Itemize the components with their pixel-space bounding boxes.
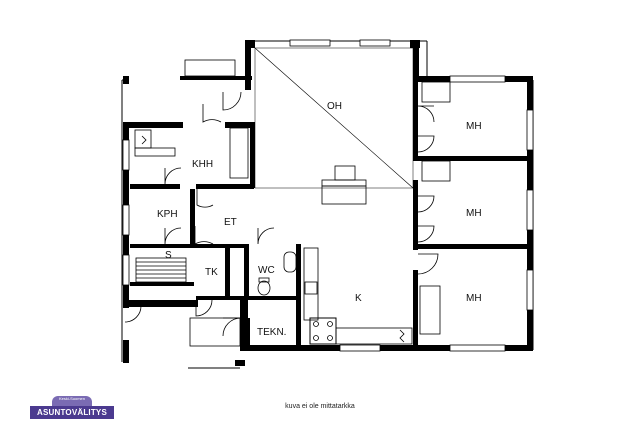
doors <box>124 91 439 337</box>
exterior-walls <box>123 40 533 366</box>
room-label-khh: KHH <box>192 159 213 170</box>
room-label-wc: WC <box>258 265 275 276</box>
fixtures <box>134 47 451 347</box>
room-label-kph: KPH <box>157 209 178 220</box>
room-label-s: S <box>165 250 172 261</box>
agency-logo: Keski-Suomen ASUNTOVÄLITYS <box>30 396 114 420</box>
oh-diagonal-area <box>254 47 414 189</box>
logo-subtitle: Keski-Suomen <box>58 396 85 401</box>
room-label-mh-1: MH <box>466 121 482 132</box>
logo-bar <box>30 406 114 419</box>
windows <box>122 39 534 352</box>
stove <box>309 317 337 345</box>
room-label-oh: OH <box>327 101 342 112</box>
room-labels: OH KHH KPH S ET TK WC K TEKN. MH MH MH <box>157 101 482 338</box>
room-label-mh-2: MH <box>466 208 482 219</box>
logo-roof <box>52 396 92 406</box>
room-label-k: K <box>355 293 362 304</box>
room-label-mh-3: MH <box>466 293 482 304</box>
room-label-et: ET <box>224 217 237 228</box>
frame-lines <box>121 40 534 369</box>
room-label-tk: TK <box>205 267 218 278</box>
interior-walls <box>130 82 530 350</box>
fireplace <box>334 165 356 181</box>
scale-note: kuva ei ole mittatarkka <box>285 403 355 410</box>
room-label-tekn: TEKN. <box>257 327 286 338</box>
logo-title: ASUNTOVÄLITYS <box>36 408 107 417</box>
